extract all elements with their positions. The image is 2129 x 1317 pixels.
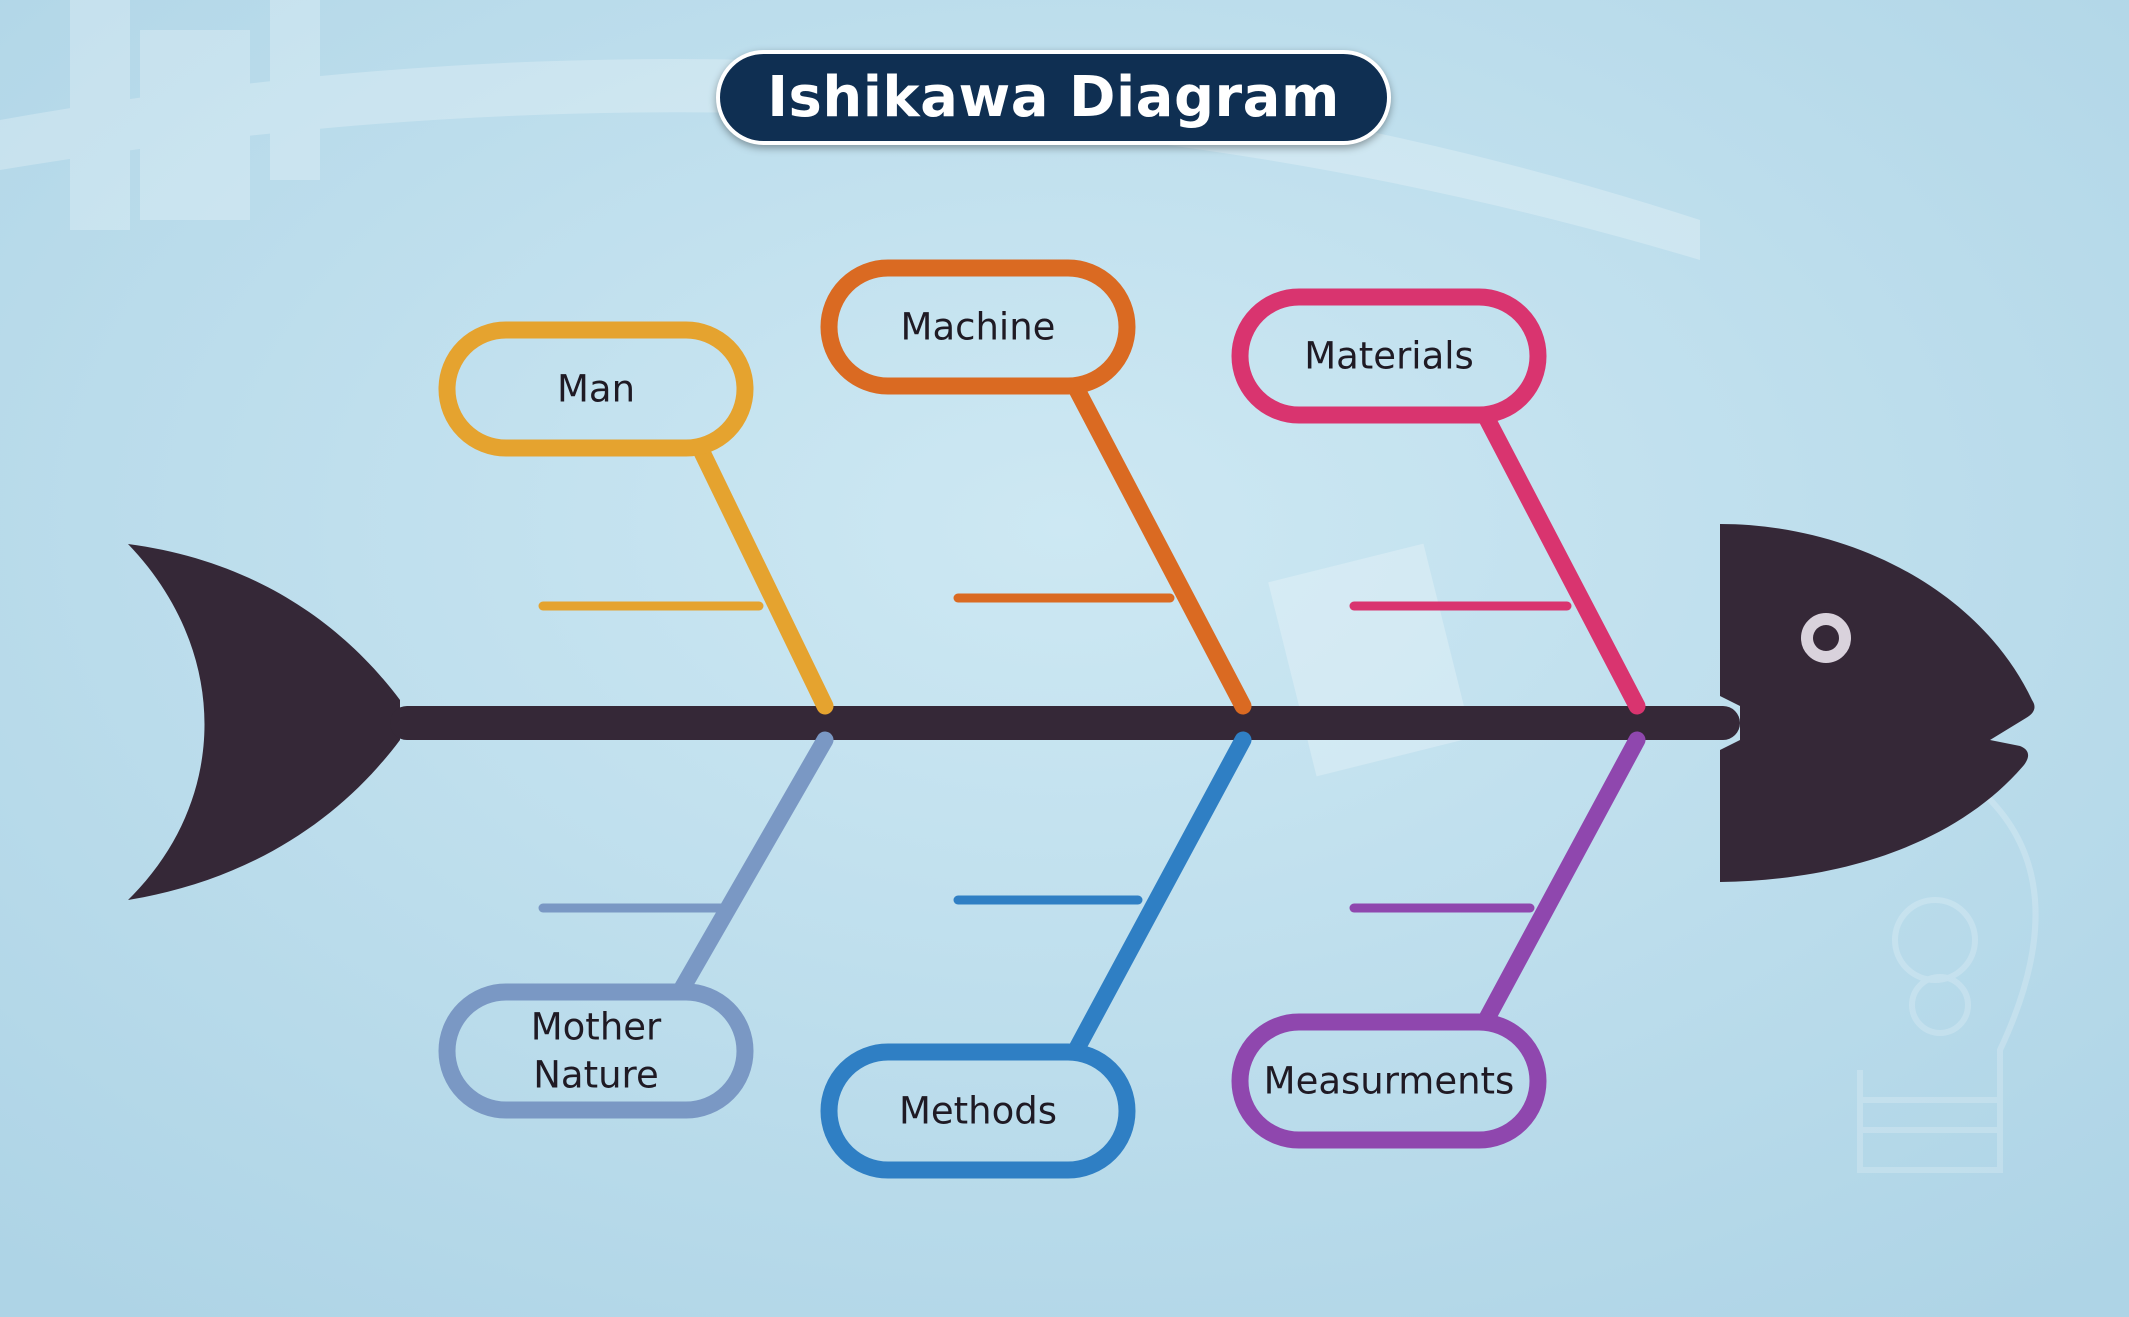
cause-label-methods: Methods [899, 1090, 1057, 1133]
fish-spine [390, 706, 1740, 740]
cause-branch-machine: Machine [820, 259, 1252, 715]
cause-box-measurments [1231, 1013, 1547, 1149]
cause-branch-measurments: Measurments [1231, 731, 1646, 1149]
cause-branch-man: Man [438, 321, 834, 715]
cause-label-materials: Materials [1304, 335, 1474, 378]
cause-bone-man [691, 439, 834, 715]
cause-box-methods [820, 1043, 1136, 1179]
fish-tail [128, 544, 400, 900]
cause-bone-mother-nature [671, 731, 834, 1001]
cause-label-man: Man [557, 368, 635, 411]
fish-pupil [1813, 625, 1839, 651]
cause-label-mother-nature: Mother [531, 1006, 662, 1049]
cause-branch-materials: Materials [1231, 288, 1646, 715]
cause-box-machine [820, 259, 1136, 395]
cause-branch-methods: Methods [820, 731, 1252, 1179]
diagram-title: Ishikawa Diagram [767, 65, 1340, 130]
cause-box-man [438, 321, 754, 457]
cause-bone-materials [1476, 406, 1646, 715]
cause-bone-machine [1066, 377, 1252, 715]
title-pill: Ishikawa Diagram [716, 50, 1391, 145]
cause-bone-methods [1066, 731, 1252, 1061]
cause-box-materials [1231, 288, 1547, 424]
fish [128, 524, 2035, 900]
fish-head [1720, 524, 2035, 882]
cause-label-measurments: Measurments [1264, 1060, 1515, 1103]
cause-bone-measurments [1476, 731, 1646, 1031]
cause-label-mother-nature: Nature [533, 1054, 658, 1097]
cause-label-machine: Machine [901, 306, 1056, 349]
cause-box-mother-nature [438, 983, 754, 1119]
